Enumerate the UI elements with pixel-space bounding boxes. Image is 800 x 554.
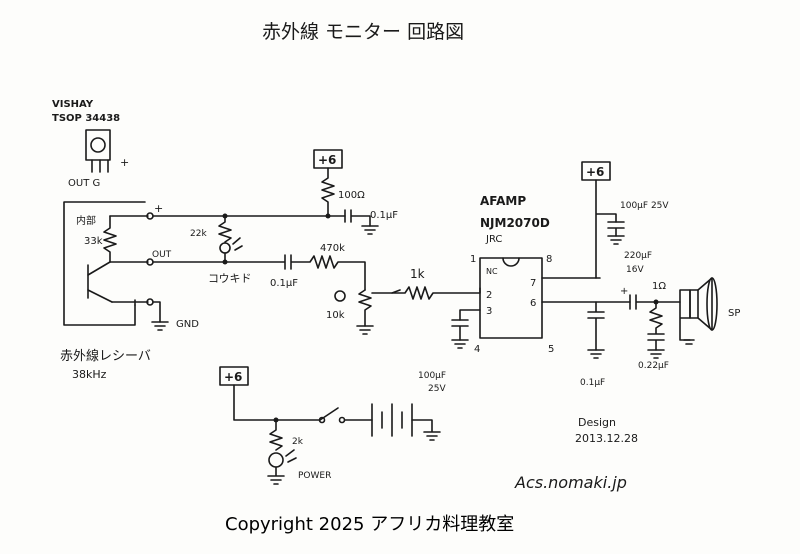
zobel-resistor-label: 1Ω: [652, 281, 666, 292]
sensor-icon: [85, 129, 111, 173]
amp-ic: [459, 257, 631, 339]
supply-terminal-power: +6: [219, 366, 249, 386]
battery-icon: [371, 403, 413, 437]
receiver-name: 赤外線レシーバ: [60, 348, 151, 364]
amp-pin-4: 4: [474, 344, 480, 355]
supply-terminal-right: +6: [581, 161, 611, 181]
resistor-1k-label: 1k: [410, 267, 425, 281]
amp-pin-7: 7: [530, 278, 536, 289]
diagram-title: 赤外線 モニター 回路図: [262, 21, 464, 43]
output-gnd-cap-label: 0.1μF: [580, 378, 605, 388]
receiver-freq: 38kHz: [72, 368, 107, 381]
receiver-internal-label: 内部: [76, 214, 96, 227]
amp-maker: JRC: [485, 234, 502, 245]
site-label: Acs.nomaki.jp: [514, 473, 627, 492]
receiver-plus: +: [154, 202, 163, 215]
amp-part: NJM2070D: [480, 216, 550, 230]
led-resistor-label: 22k: [190, 229, 207, 239]
capacitor-top-label: 0.1μF: [370, 210, 398, 221]
bypass-cap-volt: 25V: [428, 384, 446, 394]
led-label: コウキド: [208, 272, 252, 285]
resistor-100-label: 100Ω: [338, 190, 365, 201]
amp-pin-nc: NC: [486, 267, 498, 276]
amp-pin-1: 1: [470, 254, 476, 265]
speaker-label: SP: [728, 308, 740, 319]
volume-label: 10k: [326, 310, 345, 321]
resistor-470k-label: 470k: [320, 243, 345, 254]
power-label: POWER: [298, 471, 331, 481]
volume-knob-icon: [334, 290, 346, 302]
output-cap-value: 220μF: [624, 251, 652, 261]
led-icon: [219, 237, 243, 254]
power-resistor-label: 2k: [292, 437, 304, 447]
supply-label-top: +6: [318, 153, 336, 167]
receiver-internal-resistor: 33k: [84, 236, 103, 247]
amp-pin-2: 2: [486, 290, 492, 301]
sensor-pins: OUT G: [68, 178, 100, 189]
output-cap-plus: +: [620, 286, 628, 297]
output-cap-volt: 16V: [626, 265, 644, 275]
supply-label-power: +6: [224, 370, 242, 384]
sensor-plus: +: [120, 156, 129, 169]
speaker-icon: [689, 277, 718, 331]
design-label: Design: [578, 416, 616, 429]
supply-label-right: +6: [586, 165, 604, 179]
sensor-part: TSOP 34438: [52, 113, 120, 124]
power-led-icon: [268, 449, 297, 468]
capacitor-input-label: 0.1μF: [270, 278, 298, 289]
amp-pin-3: 3: [486, 306, 492, 317]
amp-pin-8: 8: [546, 254, 552, 265]
amp-pin-6: 6: [530, 298, 536, 309]
receiver-out-label: OUT: [152, 250, 172, 260]
amp-pin-5: 5: [548, 344, 554, 355]
receiver-gnd-label: GND: [176, 319, 199, 330]
amp-title: AFAMP: [480, 194, 526, 208]
supply-cap-label: 100μF 25V: [620, 201, 669, 211]
copyright-text: Copyright 2025 アフリカ料理教室: [225, 514, 514, 535]
supply-terminal-top: +6: [313, 149, 343, 169]
zobel-cap-label: 0.22μF: [638, 361, 669, 371]
bypass-cap-value: 100μF: [418, 371, 446, 381]
sensor-maker: VISHAY: [52, 99, 94, 110]
design-date: 2013.12.28: [575, 432, 638, 445]
